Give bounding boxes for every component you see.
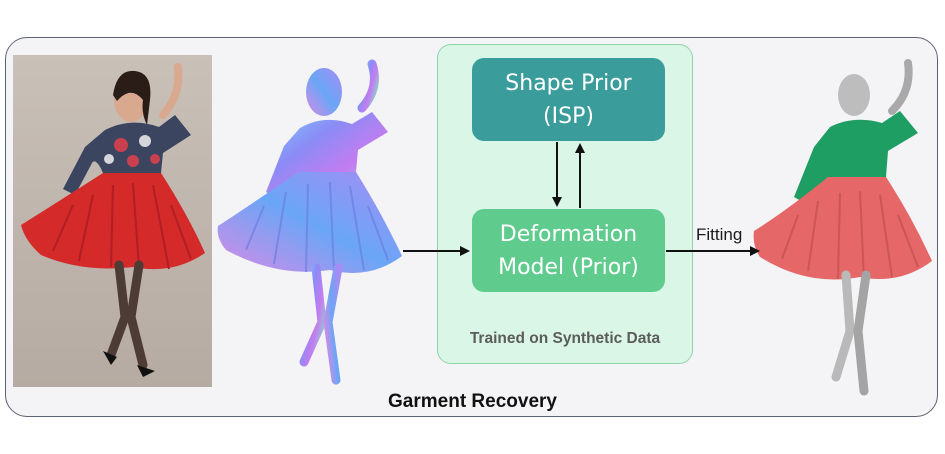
shape-prior-line2: (ISP) [543,103,594,129]
normal-map-image [212,50,412,395]
fitting-label: Fitting [696,225,743,244]
deformation-model-box: Deformation Model (Prior) [472,209,665,292]
deformation-line2: Model (Prior) [498,254,639,280]
bottom-title: Garment Recovery [388,391,557,412]
fitted-result-image [752,55,937,400]
shape-prior-box: Shape Prior (ISP) [472,58,665,141]
shape-prior-line1: Shape Prior [505,70,632,96]
input-photo [13,55,212,387]
panel-caption: Trained on Synthetic Data [469,330,661,347]
deformation-line1: Deformation [499,221,638,247]
